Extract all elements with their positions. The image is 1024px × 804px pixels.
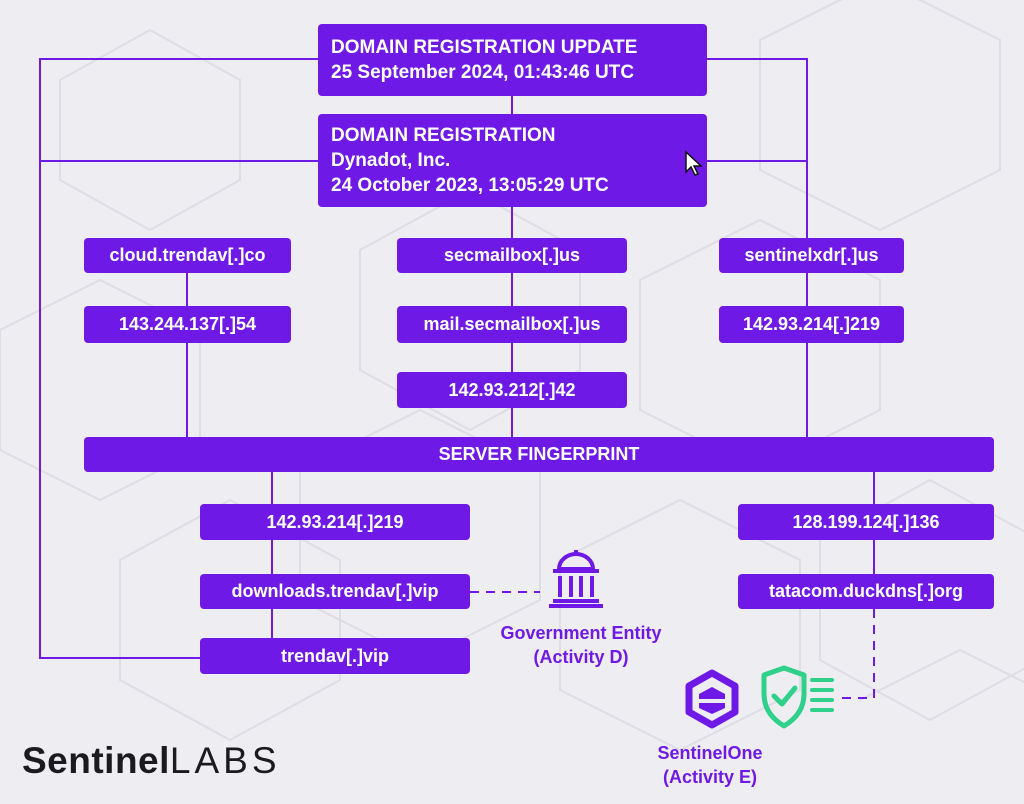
logo-part1: Sentinel [22, 740, 170, 781]
right-ip-node: 142.93.214[.]219 [719, 306, 904, 343]
right-domain-node: sentinelxdr[.]us [719, 238, 904, 273]
left-ip-node: 143.244.137[.]54 [84, 306, 291, 343]
government-line2: (Activity D) [533, 647, 629, 667]
left-domain-node: cloud.trendav[.]co [84, 238, 291, 273]
downloads-domain-node: downloads.trendav[.]vip [200, 574, 470, 609]
middle-domain-node: secmailbox[.]us [397, 238, 627, 273]
registration-title: DOMAIN REGISTRATION [331, 125, 556, 146]
sentinelone-logo-icon [685, 669, 739, 729]
update-title: DOMAIN REGISTRATION UPDATE [331, 37, 638, 58]
logo-part2: LABS [169, 740, 281, 781]
duckdns-domain-node: tatacom.duckdns[.]org [738, 574, 994, 609]
registration-date: 24 October 2023, 13:05:29 UTC [331, 175, 609, 196]
government-line1: Government Entity [500, 623, 662, 643]
sentinelone-label: SentinelOne (Activity E) [630, 741, 790, 789]
registration-registrar: Dynadot, Inc. [331, 150, 451, 171]
government-building-icon [549, 550, 603, 608]
lower-right-ip-node: 128.199.124[.]136 [738, 504, 994, 540]
domain-registration-update-box: DOMAIN REGISTRATION UPDATE 25 September … [318, 24, 707, 96]
sentinelone-line2: (Activity E) [662, 767, 758, 787]
middle-ip-node: 142.93.212[.]42 [397, 372, 627, 408]
domain-registration-box: DOMAIN REGISTRATION Dynadot, Inc. 24 Oct… [318, 114, 707, 207]
lower-left-ip-node: 142.93.214[.]219 [200, 504, 470, 540]
sentinelone-line1: SentinelOne [657, 743, 763, 763]
middle-mail-node: mail.secmailbox[.]us [397, 306, 627, 343]
sentinel-labs-logo: SentinelLABS [22, 740, 281, 782]
shield-check-icon [761, 665, 834, 729]
server-fingerprint-bar: SERVER FINGERPRINT [84, 437, 994, 472]
trendav-vip-node: trendav[.]vip [200, 638, 470, 674]
mouse-cursor-icon [685, 150, 703, 176]
government-entity-label: Government Entity (Activity D) [480, 621, 682, 669]
update-date: 25 September 2024, 01:43:46 UTC [331, 62, 635, 83]
